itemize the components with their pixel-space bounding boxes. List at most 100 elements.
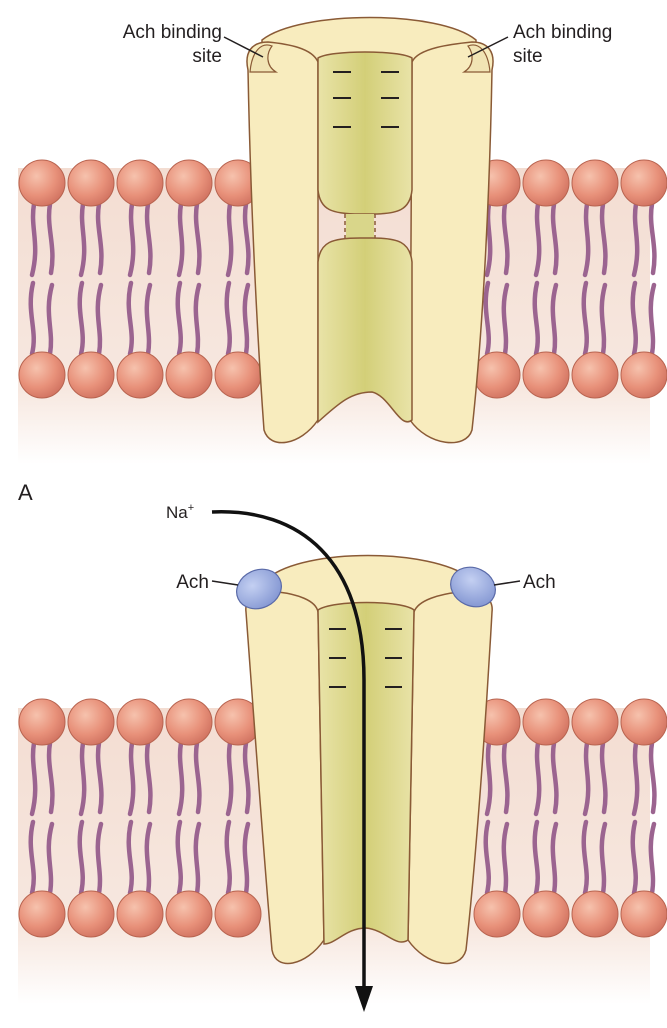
right-binding-label-line2: site (513, 46, 543, 67)
phospholipid-unit (214, 159, 262, 399)
lipid-head-upper (18, 698, 66, 746)
panel-b: Na+ Ach Ach (18, 502, 667, 1012)
sodium-ion-path-arrow (211, 510, 366, 996)
lipid-head-upper (116, 698, 164, 746)
lipid-head-lower (473, 351, 521, 399)
lipid-head-lower (473, 890, 521, 938)
panel-letter-a: A (18, 480, 33, 505)
negative-charges-a (333, 71, 399, 128)
lipid-head-lower (620, 351, 667, 399)
lipid-head-upper (620, 159, 667, 207)
lipid-tail-lower (77, 280, 104, 357)
lipid-head-lower (571, 351, 619, 399)
lipid-head-upper (522, 159, 570, 207)
lipid-head-upper (67, 698, 115, 746)
lipid-head-lower (165, 351, 213, 399)
phospholipid-unit (571, 698, 619, 938)
lipid-head-upper (620, 698, 667, 746)
lipid-tail-upper (533, 740, 559, 817)
lipid-head-lower (67, 351, 115, 399)
lipid-head-lower (522, 890, 570, 938)
lipid-tail-upper (78, 201, 104, 278)
lipid-bilayer-right-a (473, 159, 667, 399)
phospholipid-unit (18, 698, 66, 938)
phospholipid-unit (116, 698, 164, 938)
phospholipid-unit (522, 159, 570, 399)
receptor-right-subunit-a (409, 41, 494, 444)
lipid-tail-lower (175, 819, 202, 896)
left-binding-label-line2: site (192, 46, 222, 67)
lipid-tail-lower (483, 819, 510, 896)
lipid-tail-upper (225, 740, 251, 817)
lipid-head-lower (165, 890, 213, 938)
lipid-tail-lower (224, 280, 251, 357)
lipid-tail-lower (532, 280, 559, 357)
lipid-tail-upper (176, 740, 202, 817)
lipid-head-upper (116, 159, 164, 207)
lipid-head-upper (571, 698, 619, 746)
binding-site-left-a (249, 44, 279, 73)
channel-pore-lower-a (317, 237, 413, 424)
lipid-tail-lower (483, 280, 510, 357)
lipid-head-lower (571, 890, 619, 938)
lipid-tail-lower (77, 819, 104, 896)
ach-receptor-open (236, 554, 496, 965)
lipid-tail-lower (28, 280, 55, 357)
left-ach-leader (211, 580, 239, 586)
negative-charges-b (329, 628, 402, 688)
channel-pore-upper-a (317, 51, 413, 215)
sodium-arrowhead-icon (355, 986, 373, 1012)
right-binding-leader-a (467, 36, 509, 58)
lipid-head-lower (214, 890, 262, 938)
right-binding-label-line1: Ach binding (513, 22, 612, 43)
phospholipid-unit (67, 698, 115, 938)
phospholipid-unit (214, 698, 262, 938)
ach-molecule-right (450, 566, 496, 608)
phospholipid-unit (165, 159, 213, 399)
left-binding-label-line1: Ach binding (123, 22, 222, 43)
lipid-tail-upper (533, 201, 559, 278)
lipid-head-lower (116, 890, 164, 938)
phospholipid-unit (620, 159, 667, 399)
binding-site-right-a (461, 44, 491, 73)
lipid-tail-lower (224, 819, 251, 896)
lipid-tail-lower (28, 819, 55, 896)
lipid-tail-lower (630, 819, 657, 896)
lipid-head-lower (18, 351, 66, 399)
lipid-tail-upper (29, 740, 55, 817)
left-binding-leader-a (223, 36, 264, 58)
lipid-tail-lower (630, 280, 657, 357)
lipid-head-lower (18, 890, 66, 938)
lipid-head-lower (116, 351, 164, 399)
panel-a: Ach binding site Ach binding site A (18, 16, 667, 505)
lipid-head-upper (165, 698, 213, 746)
lipid-tail-lower (126, 280, 153, 357)
lipid-tail-upper (631, 740, 657, 817)
lipid-head-upper (67, 159, 115, 207)
lipid-tail-upper (127, 740, 153, 817)
lipid-bilayer-left-a (18, 159, 262, 399)
lipid-bilayer-left-b (18, 698, 262, 938)
lipid-tail-lower (581, 280, 608, 357)
lipid-tail-lower (175, 280, 202, 357)
lipid-tail-lower (581, 819, 608, 896)
phospholipid-unit (571, 159, 619, 399)
lipid-head-upper (165, 159, 213, 207)
lipid-tail-lower (126, 819, 153, 896)
left-ach-label: Ach (176, 572, 209, 593)
phospholipid-unit (18, 159, 66, 399)
right-ach-leader (493, 580, 521, 586)
phospholipid-unit (522, 698, 570, 938)
lipid-head-lower (67, 890, 115, 938)
phospholipid-unit (165, 698, 213, 938)
phospholipid-unit (620, 698, 667, 938)
lipid-head-lower (214, 351, 262, 399)
right-ach-label: Ach (523, 572, 556, 593)
lipid-bilayer-right-b (473, 698, 667, 938)
lipid-tail-upper (582, 201, 608, 278)
ach-molecule-left (236, 568, 282, 610)
lipid-tail-upper (582, 740, 608, 817)
lipid-tail-upper (29, 201, 55, 278)
lipid-head-upper (571, 159, 619, 207)
